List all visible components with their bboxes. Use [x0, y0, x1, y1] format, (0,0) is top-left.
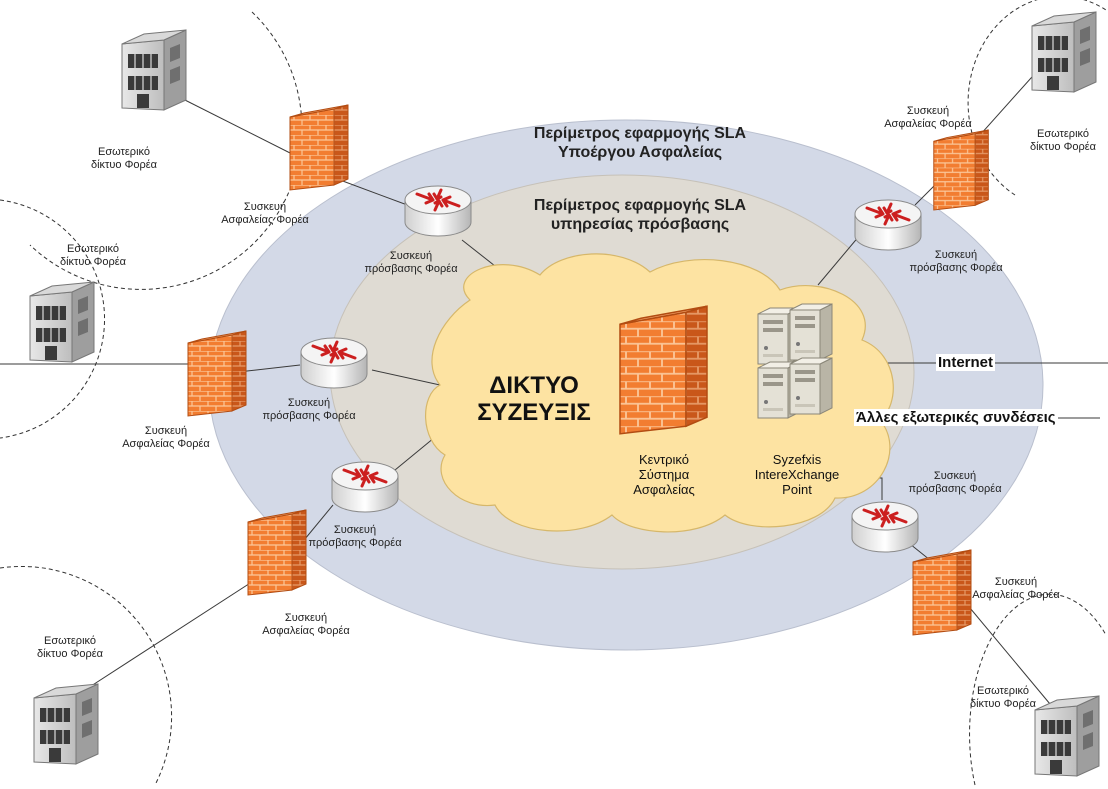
- security-device-label-line2: Ασφαλείας Φορέα: [884, 118, 972, 130]
- security-device-label-line1: Συσκευή: [906, 105, 950, 117]
- outer-zone-title: Περίμετρος εφαρμογής SLA Υποέργου Ασφαλε…: [534, 124, 746, 162]
- cloud-title-line2: ΣΥΖΕΥΞΙΣ: [477, 399, 591, 426]
- exchange-point-label: Syzefxis IntereXchange Point: [755, 452, 840, 497]
- firewall-icon: [933, 129, 989, 211]
- central-firewall-label: Κεντρικό Σύστημα Ασφαλείας: [633, 452, 695, 497]
- inner-zone-title: Περίμετρος εφαρμογής SLA υπηρεσίας πρόσβ…: [534, 196, 746, 234]
- central-firewall-icon: [619, 305, 708, 435]
- security-device-label: Συσκευή Ασφαλείας Φορέα: [262, 612, 350, 638]
- server-icon: [789, 357, 833, 415]
- access-device-label-line1: Συσκευή: [333, 524, 377, 536]
- central-firewall-label-line3: Ασφαλείας: [633, 482, 695, 497]
- boundary-mid-left: [0, 199, 106, 439]
- security-device-label-line1: Συσκευή: [284, 612, 328, 624]
- internal-network-label-line2: δίκτυο Φορέα: [1029, 141, 1097, 153]
- access-device-label-line1: Συσκευή: [287, 397, 331, 409]
- internal-network-label-line2: δίκτυο Φορέα: [969, 698, 1037, 710]
- cloud-title-line1: ΔΙΚΤΥΟ: [489, 372, 579, 399]
- security-device-label: Συσκευή Ασφαλείας Φορέα: [122, 425, 210, 451]
- security-device-label-line1: Συσκευή: [144, 425, 188, 437]
- internal-network-label: Εσωτερικό δίκτυο Φορέα: [970, 685, 1036, 711]
- internal-network-label: Εσωτερικό δίκτυο Φορέα: [60, 243, 126, 269]
- security-device-label: Συσκευή Ασφαλείας Φορέα: [221, 201, 309, 227]
- building-icon: [29, 281, 95, 363]
- access-device-label: Συσκευή πρόσβασης Φορέα: [909, 249, 1002, 275]
- boundary-top-left: [29, 11, 303, 290]
- firewall-icon: [912, 549, 972, 636]
- access-device-label: Συσκευή πρόσβασης Φορέα: [308, 524, 401, 550]
- security-device-label: Συσκευή Ασφαλείας Φορέα: [884, 105, 972, 131]
- access-device-label-line2: πρόσβασης Φορέα: [364, 263, 458, 275]
- other-links-label: Άλλες εξωτερικές συνδέσεις: [854, 409, 1058, 426]
- exchange-point-label-line3: Point: [782, 482, 812, 497]
- building-icon: [121, 29, 187, 111]
- outer-zone-title-line2: Υποέργου Ασφαλείας: [557, 144, 723, 161]
- router-icon: [299, 336, 369, 390]
- cloud-title: ΔΙΚΤΥΟ ΣΥΖΕΥΞΙΣ: [477, 372, 591, 426]
- building-icon: [1031, 11, 1097, 93]
- firewall-icon: [289, 104, 349, 191]
- internet-label: Internet: [936, 354, 996, 371]
- internal-network-label-line1: Εσωτερικό: [1037, 128, 1089, 140]
- building-icon: [33, 683, 99, 765]
- firewall-icon: [187, 330, 247, 417]
- boundary-bottom-left: [0, 565, 173, 786]
- access-device-label-line2: πρόσβασης Φορέα: [262, 410, 356, 422]
- router-icon: [850, 500, 920, 554]
- access-device-label-line2: πρόσβασης Φορέα: [909, 262, 1003, 274]
- server-icon: [789, 303, 833, 361]
- security-device-label-line2: Ασφαλείας Φορέα: [122, 438, 210, 450]
- central-firewall-label-line2: Σύστημα: [638, 467, 690, 482]
- firewall-icon: [247, 509, 307, 596]
- security-device-label-line1: Συσκευή: [243, 201, 287, 213]
- security-device-label-line2: Ασφαλείας Φορέα: [262, 625, 350, 637]
- access-device-label: Συσκευή πρόσβασης Φορέα: [262, 397, 355, 423]
- internal-network-label-line2: δίκτυο Φορέα: [59, 256, 127, 268]
- internal-network-label: Εσωτερικό δίκτυο Φορέα: [1030, 128, 1096, 154]
- access-device-label: Συσκευή πρόσβασης Φορέα: [908, 470, 1001, 496]
- router-icon: [403, 184, 473, 238]
- internal-network-label-line2: δίκτυο Φορέα: [36, 648, 104, 660]
- internal-network-label-line1: Εσωτερικό: [977, 685, 1029, 697]
- access-device-label-line1: Συσκευή: [934, 249, 978, 261]
- internal-network-label: Εσωτερικό δίκτυο Φορέα: [37, 635, 103, 661]
- outer-zone-title-line1: Περίμετρος εφαρμογής SLA: [533, 125, 747, 142]
- inner-zone-title-line2: υπηρεσίας πρόσβασης: [550, 216, 730, 233]
- access-device-label-line2: πρόσβασης Φορέα: [908, 483, 1002, 495]
- security-device-label-line1: Συσκευή: [994, 576, 1038, 588]
- router-icon: [853, 198, 923, 252]
- internal-network-label-line1: Εσωτερικό: [67, 243, 119, 255]
- boundary-bottom-right: [969, 593, 1107, 786]
- access-device-label-line1: Συσκευή: [933, 470, 977, 482]
- central-firewall-label-line1: Κεντρικό: [639, 452, 689, 467]
- internal-network-label-line2: δίκτυο Φορέα: [90, 159, 158, 171]
- access-device-label-line1: Συσκευή: [389, 250, 433, 262]
- internal-network-label-line1: Εσωτερικό: [44, 635, 96, 647]
- router-icon: [330, 460, 400, 514]
- building-icon: [1034, 695, 1100, 777]
- internal-network-label-line1: Εσωτερικό: [98, 146, 150, 158]
- exchange-point-label-line1: Syzefxis: [772, 452, 822, 467]
- boundary-top-right: [967, 0, 1107, 196]
- exchange-point-label-line2: IntereXchange: [754, 467, 840, 482]
- access-device-label: Συσκευή πρόσβασης Φορέα: [364, 250, 457, 276]
- access-device-label-line2: πρόσβασης Φορέα: [308, 537, 402, 549]
- security-device-label-line2: Ασφαλείας Φορέα: [972, 589, 1060, 601]
- internal-network-label: Εσωτερικό δίκτυο Φορέα: [91, 146, 157, 172]
- security-device-label-line2: Ασφαλείας Φορέα: [221, 214, 309, 226]
- inner-zone-title-line1: Περίμετρος εφαρμογής SLA: [533, 197, 747, 214]
- security-device-label: Συσκευή Ασφαλείας Φορέα: [972, 576, 1060, 602]
